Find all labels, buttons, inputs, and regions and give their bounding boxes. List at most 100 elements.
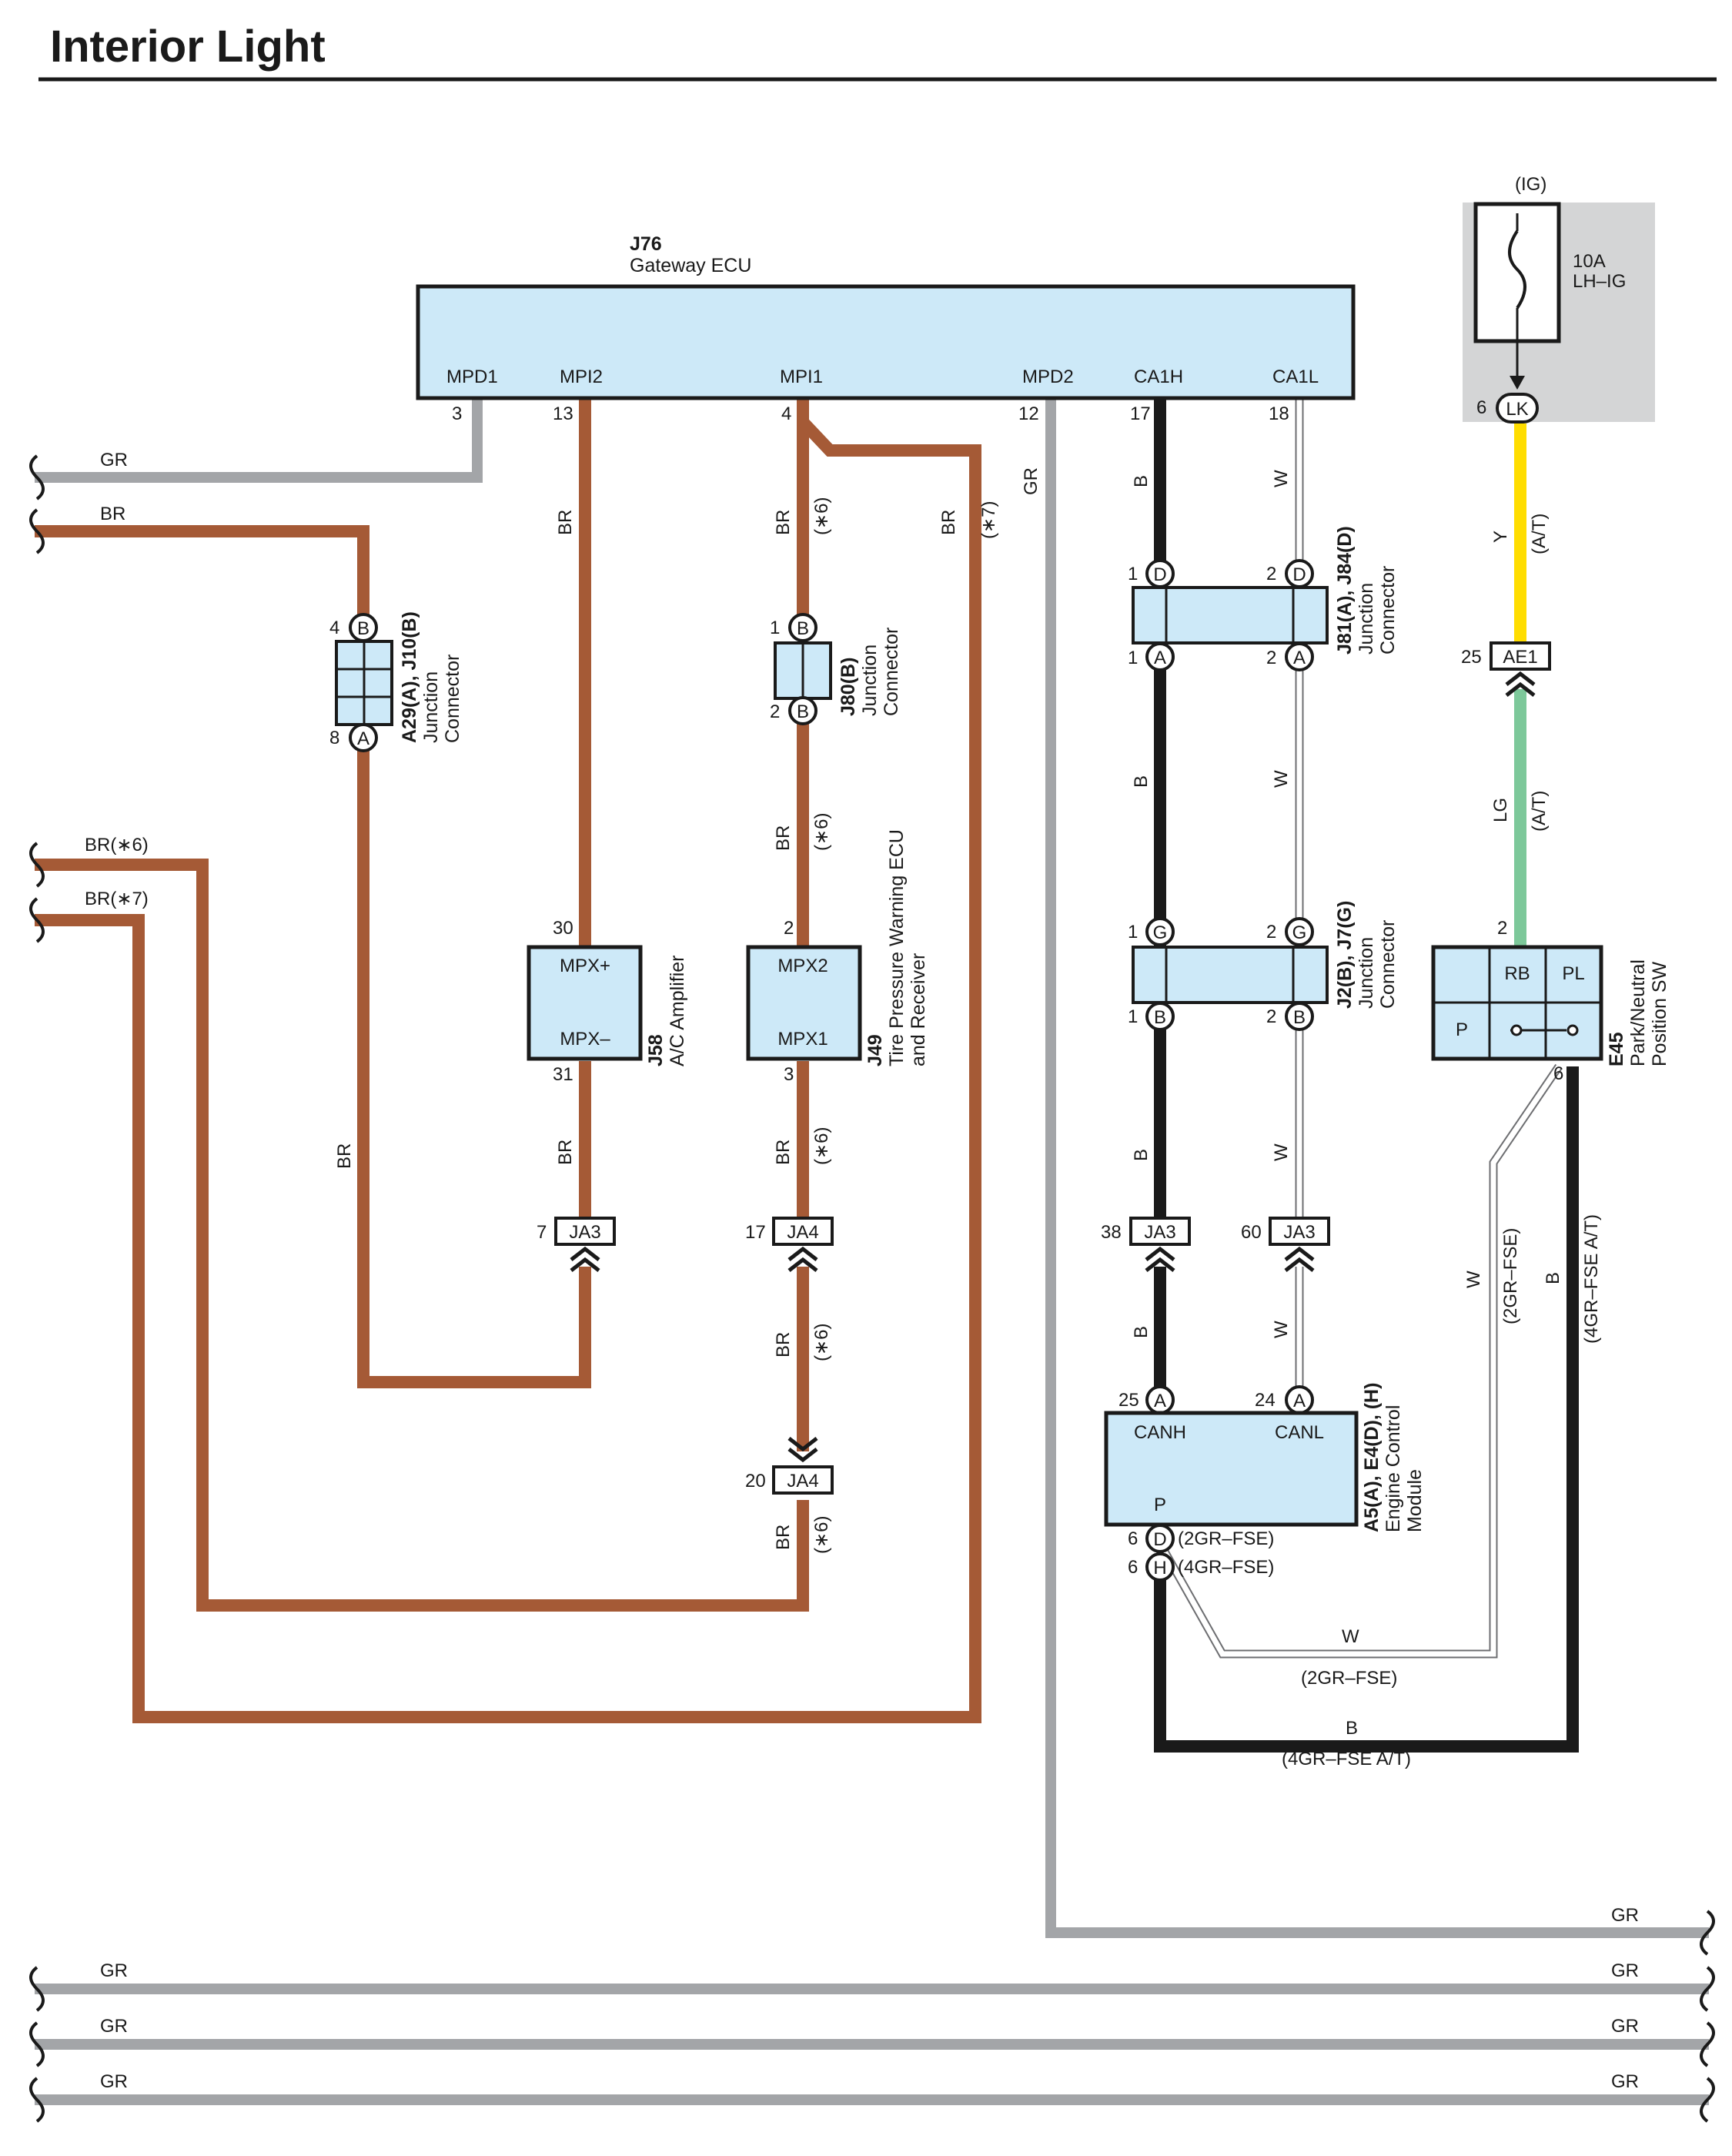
wires — [35, 399, 1709, 2105]
wire-label-b: B — [1131, 1326, 1152, 1338]
a29-id: A29(A), J10(B) — [399, 611, 420, 743]
terminal-label: G — [1153, 922, 1168, 943]
wire-breaks — [29, 454, 1715, 2123]
e45-line1: Park/Neutral — [1627, 959, 1649, 1066]
break-mark — [29, 897, 45, 943]
pin-number: 2 — [1497, 918, 1507, 939]
fuse-terminal-label: LK — [1506, 399, 1528, 420]
break-mark — [29, 842, 45, 888]
terminal-circle — [349, 723, 378, 752]
tag-label: JA4 — [787, 1471, 818, 1491]
gateway-name: Gateway ECU — [630, 255, 751, 276]
ac-amplifier-j58: 30 MPX+ MPX– 31 J58 A/C Amplifier — [527, 918, 688, 1085]
chevron-up-icon — [787, 1246, 818, 1272]
ecm-note-h: (4GR–FSE) — [1178, 1557, 1274, 1578]
pin-number: 24 — [1255, 1390, 1276, 1411]
pin-no-mpi1: 4 — [781, 403, 791, 424]
wire-note-6: (∗6) — [811, 1324, 832, 1361]
terminal-circle — [1285, 1002, 1314, 1031]
terminal-label: B — [1293, 1007, 1306, 1028]
a29-line2: Connector — [442, 654, 463, 743]
pin-number: 1 — [770, 618, 780, 638]
j80-id: J80(B) — [838, 658, 859, 716]
pin-number: 6 — [1553, 1063, 1563, 1084]
pin-number: 1 — [1128, 1006, 1138, 1027]
fuse-lh-ig: (IG) 10A LH–IG 6 LK — [1463, 174, 1655, 424]
pin-no-mpd2: 12 — [1018, 403, 1039, 424]
j49-id: J49 — [864, 1034, 886, 1066]
j49-pin-top: MPX2 — [777, 956, 828, 976]
pin-number: 6 — [1128, 1528, 1138, 1549]
ecm-canl: CANL — [1275, 1422, 1324, 1443]
wire-label-b: B — [1131, 775, 1152, 788]
wire-label-br: BR — [773, 1525, 794, 1550]
junction-connector-j81: D 1 D 2 A 1 A 2 J81(A), J84(D) Junction … — [1128, 526, 1399, 671]
terminal-label: A — [1154, 648, 1166, 668]
wire-label-b: B — [1543, 1272, 1563, 1284]
terminal-label: B — [357, 618, 369, 639]
j49-line1: Tire Pressure Warning ECU — [886, 829, 908, 1066]
wire-note-6: (∗6) — [811, 497, 832, 535]
break-mark — [29, 2077, 45, 2123]
pin-number: 1 — [1128, 564, 1138, 584]
wire-label-w: W — [1342, 1626, 1359, 1647]
tag-label: JA3 — [569, 1222, 600, 1243]
tag-label: JA3 — [1144, 1222, 1175, 1243]
tag-number: 38 — [1101, 1222, 1122, 1243]
fuse-terminal — [1496, 393, 1539, 424]
arrow-down-icon — [1510, 376, 1525, 390]
terminal-circle — [1285, 917, 1314, 946]
wire-label-gr: GR — [1021, 467, 1042, 495]
tag-number: 17 — [745, 1222, 766, 1243]
chevron-up-icon — [570, 1246, 600, 1272]
e45-pl: PL — [1562, 963, 1584, 984]
wire-w-2gr — [1162, 1065, 1561, 1657]
chevron-up-icon — [1284, 1246, 1315, 1272]
ecm-box — [1104, 1411, 1359, 1527]
chevron-down-icon — [787, 1437, 818, 1463]
wire-label-2gr-fse: (2GR–FSE) — [1500, 1228, 1521, 1324]
wire-label-w: W — [1271, 1143, 1292, 1161]
wire-label-br: BR — [773, 1332, 794, 1358]
wire-label-w: W — [1463, 1270, 1484, 1288]
wire-note-at: (A/T) — [1529, 791, 1550, 832]
pin-no-mpi2: 13 — [553, 403, 573, 424]
wire-label-br: BR — [555, 1140, 576, 1165]
tag-number: 25 — [1461, 647, 1482, 668]
gateway-ecu: J76 Gateway ECU MPD1 MPI2 MPI1 MPD2 CA1H… — [416, 233, 1356, 424]
j58-box — [527, 945, 643, 1061]
wire-labels-vertical: BR BR (∗6) BR (∗7) GR B W BR BR (∗6) B W… — [334, 467, 1602, 1554]
wire-label-4gr-fse-at: (4GR–FSE A/T) — [1581, 1214, 1602, 1344]
terminal-label: H — [1153, 1558, 1166, 1578]
tag-label: JA3 — [1283, 1222, 1315, 1243]
j2-line1: Junction — [1356, 937, 1377, 1009]
tag-ja4 — [772, 1217, 834, 1246]
page-title: Interior Light — [50, 22, 326, 72]
wire-label-b: B — [1131, 475, 1152, 487]
wire-gr-mpd2 — [1045, 399, 1709, 1938]
wire-label-gr: GR — [100, 2016, 128, 2037]
terminal-circle — [1285, 642, 1314, 671]
wire-label-br: BR — [938, 510, 959, 535]
j81-id: J81(A), J84(D) — [1334, 526, 1356, 654]
terminal-circle — [1145, 1002, 1175, 1031]
chevron-up-icon — [1145, 1246, 1175, 1272]
wire-br-a29-in — [35, 525, 369, 631]
pin-number: 2 — [1266, 648, 1276, 668]
break-mark — [1700, 2077, 1715, 2123]
break-mark — [29, 1966, 45, 2012]
wire-label-gr: GR — [100, 1960, 128, 1981]
wire-note-7: (∗7) — [978, 501, 999, 539]
pin-number: 3 — [784, 1064, 794, 1085]
wire-label-br: BR — [773, 825, 794, 851]
tag-number: 7 — [537, 1222, 547, 1243]
tag-label: AE1 — [1503, 647, 1537, 668]
a29-line1: Junction — [420, 671, 442, 743]
terminal-circle — [1285, 559, 1314, 588]
terminal-label: A — [357, 728, 369, 749]
wire-label-w: W — [1271, 770, 1292, 788]
pin-number: 8 — [329, 728, 339, 748]
wire-labels-horizontal: GR BR BR(∗6) BR(∗7) GR GR GR GR GR GR GR… — [85, 450, 1639, 2092]
terminal-label: A — [1293, 648, 1306, 668]
pin-name-mpi1: MPI1 — [780, 367, 823, 387]
